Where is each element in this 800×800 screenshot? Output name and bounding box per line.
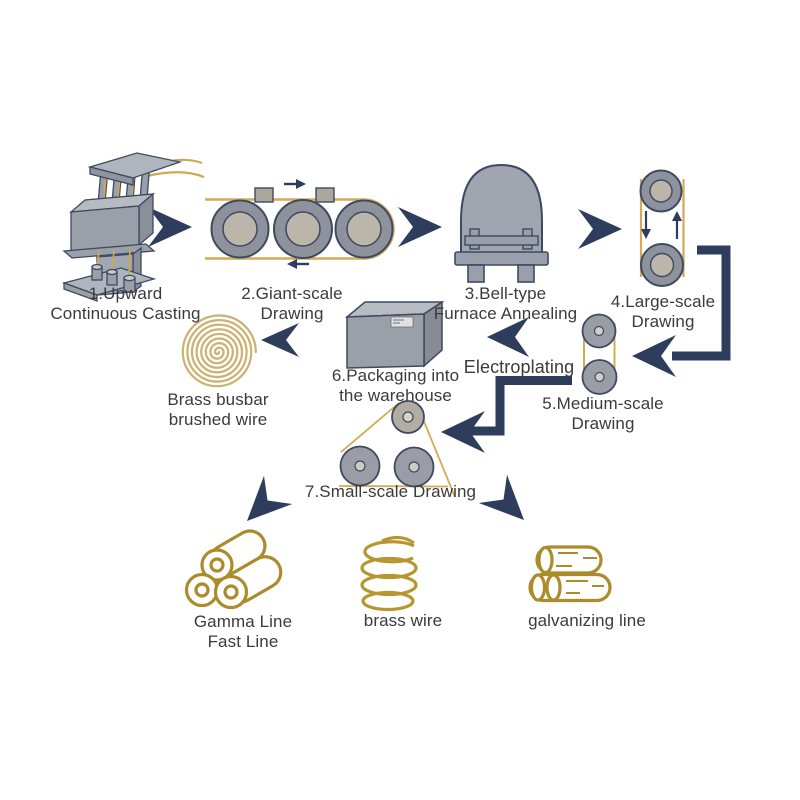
label-step-6: 6.Packaging into the warehouse — [331, 366, 460, 406]
label-electroplating: Electroplating — [463, 357, 575, 377]
bell-furnace-icon — [454, 163, 549, 283]
wire-coil-spiral-icon — [181, 314, 257, 388]
wire-rolls-icon — [184, 529, 283, 610]
arrow-step1-to-step2 — [148, 207, 192, 247]
box-label — [390, 316, 414, 328]
pipe-large-to-medium — [632, 245, 731, 377]
medium-drawing-rollers-icon — [581, 313, 618, 395]
label-gamma-line: Gamma Line Fast Line — [193, 612, 293, 652]
label-brass-wire: brass wire — [363, 611, 443, 630]
pipe-electroplating-to-small — [441, 376, 572, 453]
large-drawing-rollers-icon — [639, 169, 685, 287]
label-galvanizing-line: galvanizing line — [528, 611, 646, 630]
label-step-7: 7.Small-scale Drawing — [304, 482, 477, 501]
giant-drawing-rollers-icon — [205, 179, 395, 269]
belt-direction-arrows — [284, 179, 309, 269]
arrow-step2-to-step3 — [398, 207, 442, 247]
belt-direction-arrows — [641, 211, 682, 239]
flow-arrows — [148, 207, 622, 521]
arrow-step7-to-gamma — [247, 475, 293, 521]
warehouse-box-icon — [344, 300, 445, 369]
label-step-5: 5.Medium-scale Drawing — [542, 394, 664, 434]
label-step-3: 3.Bell-type Furnace Annealing — [433, 284, 578, 324]
label-step-1: 1.Upward Continuous Casting — [50, 284, 201, 324]
arrow-step6-to-busbar — [261, 323, 299, 357]
wire-spring-icon — [360, 535, 418, 612]
arrow-step3-to-step4 — [578, 209, 622, 249]
label-brass-busbar: Brass busbar brushed wire — [167, 390, 269, 430]
arrow-step5-to-electroplating — [487, 317, 529, 357]
wire-logs-icon — [528, 545, 612, 603]
arrow-step7-to-galvanizing — [478, 474, 524, 520]
label-step-4: 4.Large-scale Drawing — [610, 292, 716, 332]
upward-casting-machine-icon — [61, 152, 205, 302]
label-step-2: 2.Giant-scale Drawing — [241, 284, 343, 324]
small-drawing-rollers-icon — [338, 400, 456, 498]
